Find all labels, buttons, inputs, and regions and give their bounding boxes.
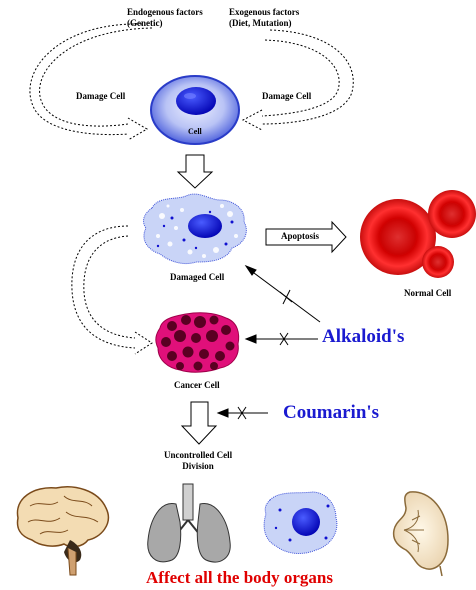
kidney-icon — [392, 491, 449, 577]
exogenous-label: Exogenous factors (Diet, Mutation) — [229, 7, 299, 29]
down-arrow-2 — [180, 401, 218, 445]
damaged-to-cancer-dashed-arrow — [71, 225, 153, 355]
cancer-cell-icon — [155, 312, 240, 373]
damage-cell-left-label: Damage Cell — [76, 91, 126, 101]
alkaloids-label: Alkaloid's — [322, 326, 405, 347]
normal-cell-label: Normal Cell — [404, 288, 452, 298]
apoptosis-arrow — [265, 220, 347, 254]
brain-icon — [16, 486, 109, 576]
endogenous-title: Endogenous factors — [127, 7, 203, 17]
exogenous-title: Exogenous factors — [229, 7, 300, 17]
blood-cell-icon — [263, 491, 338, 554]
exogenous-sub: (Diet, Mutation) — [229, 17, 292, 28]
lungs-icon — [147, 483, 231, 563]
damaged-cell-label: Damaged Cell — [170, 272, 225, 282]
exogenous-dashed-arrow — [241, 29, 354, 131]
down-arrow-1 — [176, 154, 214, 189]
endogenous-label: Endogenous factors (Genetic) — [127, 7, 203, 29]
cell-label: Cell — [188, 127, 202, 136]
normal-cells-icon — [360, 190, 476, 278]
damaged-cell-icon — [143, 193, 247, 265]
uncontrolled-line2: Division — [182, 460, 214, 471]
coumarins-label: Coumarin's — [283, 402, 380, 423]
alkaloid-inhibit-arrows — [244, 264, 321, 346]
footer-label: Affect all the body organs — [146, 568, 333, 587]
cancer-cell-label: Cancer Cell — [174, 380, 220, 390]
healthy-cell-icon — [150, 75, 240, 145]
uncontrolled-division-label: Uncontrolled Cell Division — [164, 450, 232, 472]
coumarin-inhibit-arrow — [216, 406, 268, 420]
endogenous-sub: (Genetic) — [127, 17, 163, 28]
endogenous-dashed-arrow — [29, 23, 153, 141]
damage-cell-right-label: Damage Cell — [262, 91, 312, 101]
uncontrolled-line1: Uncontrolled Cell — [164, 450, 233, 460]
apoptosis-label: Apoptosis — [281, 231, 320, 241]
